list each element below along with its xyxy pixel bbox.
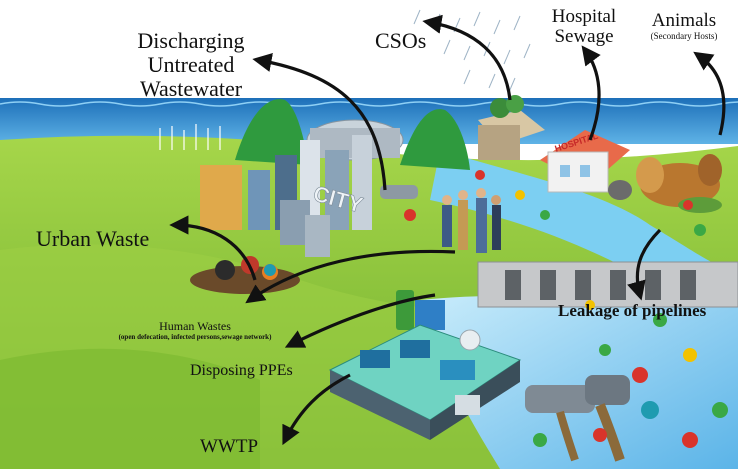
label-animals-sub: (Secondary Hosts) <box>650 31 718 41</box>
label-urban-waste: Urban Waste <box>36 226 150 251</box>
label-human-wastes-sub: (open defecation, infected persons,sewag… <box>118 333 272 341</box>
arrow-ppes <box>284 293 436 348</box>
label-discharging-line3: Wastewater <box>139 76 243 101</box>
arrow-csos <box>422 14 512 101</box>
hospital-building <box>540 130 630 193</box>
sea-waves <box>0 101 738 107</box>
arrow-human <box>245 249 456 304</box>
flood-water <box>420 295 738 469</box>
label-discharging: Discharging Untreated Wastewater <box>126 30 256 100</box>
label-discharging-line1: Discharging <box>137 28 245 53</box>
wwtp-plant <box>328 324 522 440</box>
label-hospital-sewage: Hospital Sewage <box>540 7 628 46</box>
wind-turbines <box>159 124 221 150</box>
label-ppes: Disposing PPEs <box>190 362 293 379</box>
hill-left <box>235 99 310 165</box>
label-animals-title: Animals <box>651 10 717 31</box>
outflow-pipes <box>525 375 630 462</box>
people-group <box>442 188 501 253</box>
grass-dark <box>0 348 260 469</box>
label-leakage: Leakage of pipelines <box>558 301 707 320</box>
hill-right <box>400 109 470 170</box>
flow-arrows <box>169 14 726 446</box>
arrow-animals <box>693 51 726 136</box>
label-human-wastes: Human Wastes (open defecation, infected … <box>70 320 320 341</box>
arrow-hospital <box>581 45 601 141</box>
label-hospital-line2: Sewage <box>554 26 614 47</box>
label-discharging-line2: Untreated <box>147 52 235 77</box>
virus-particles <box>264 170 728 448</box>
arrow-discharging <box>252 52 387 191</box>
city-pipe <box>380 185 418 199</box>
label-animals: Animals (Secondary Hosts) <box>636 11 732 41</box>
label-wwtp: WWTP <box>200 436 259 457</box>
cso-structure <box>478 95 545 160</box>
city-buildings <box>200 135 372 257</box>
dam-wall <box>477 261 738 308</box>
label-csos: CSOs <box>375 28 427 53</box>
label-hospital-line1: Hospital <box>551 6 617 27</box>
arrow-wwtp <box>282 373 351 446</box>
arrow-leakage <box>627 228 662 301</box>
label-human-wastes-title: Human Wastes <box>159 319 231 333</box>
animals-cluster <box>608 154 722 213</box>
arrow-urban <box>169 215 257 281</box>
